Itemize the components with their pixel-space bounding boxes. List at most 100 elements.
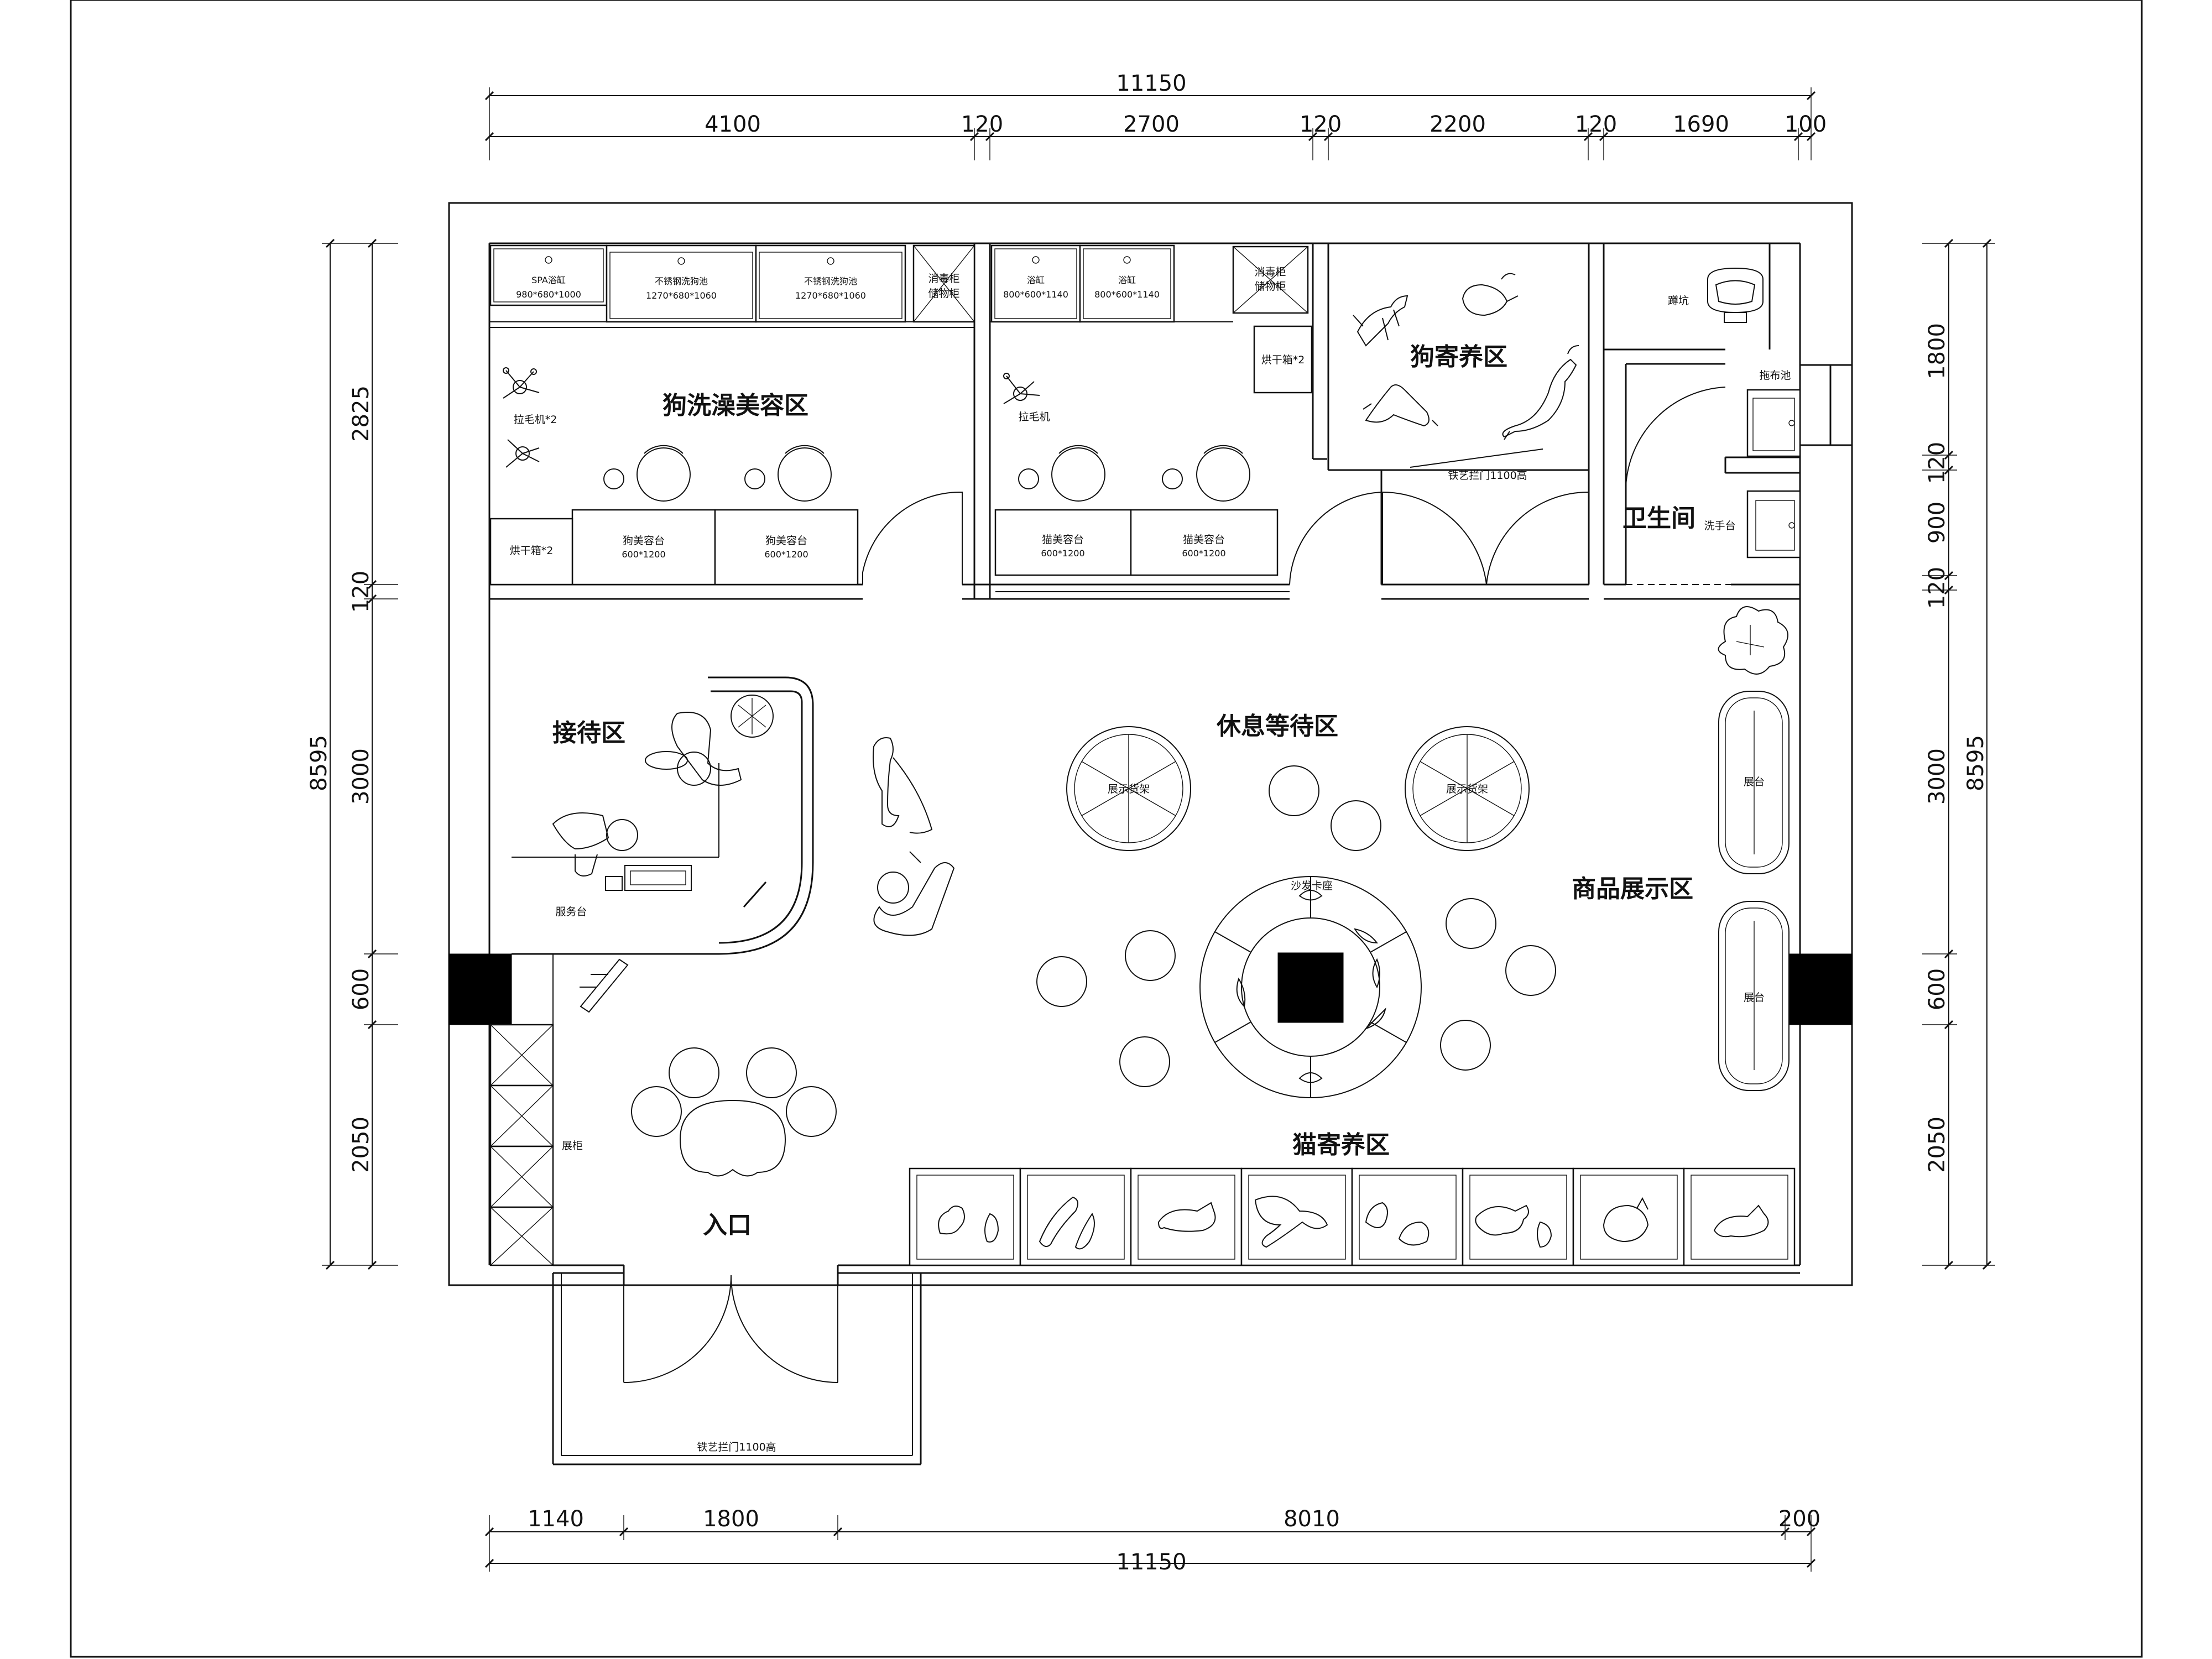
room-lounge: 休息等待区	[1216, 712, 1338, 740]
pen-icon	[743, 881, 767, 907]
stool-icon-3	[1018, 445, 1105, 502]
mop-sink	[1746, 389, 1801, 457]
left-dimension-1: 2825	[348, 385, 374, 442]
hair-puller-icon-1	[503, 367, 540, 399]
top-dimension-2: 120	[961, 112, 1003, 137]
stool-icon-2	[744, 445, 832, 502]
left-total-dimension: 8595	[306, 735, 332, 791]
right-dimension-4: 120	[1924, 567, 1950, 609]
grooming-cabinet-row	[489, 321, 974, 328]
cat-icon-5	[1365, 1202, 1430, 1246]
steel-tub-2-label: 不锈钢洗狗池	[804, 276, 857, 286]
top-dimension-lines	[484, 87, 1816, 160]
service-desk-label: 服务台	[555, 906, 587, 918]
dryer-box-2-label: 烘干箱*2	[1261, 354, 1305, 366]
disinfect-cabinet-1	[912, 244, 975, 323]
cat-table-2-size: 600*1200	[1182, 548, 1225, 559]
cat-icon-8	[1713, 1204, 1769, 1238]
waiting-stools	[1036, 765, 1556, 1087]
entrance-vestibule	[552, 1273, 922, 1465]
bathtub-2-size: 800*600*1140	[1094, 289, 1160, 300]
sofa-booth	[1199, 876, 1422, 1098]
bottom-dimension-1: 1140	[528, 1506, 584, 1532]
plant-icon-2	[1718, 606, 1788, 675]
top-dimension-4: 120	[1300, 112, 1342, 137]
top-dimension-6: 120	[1575, 112, 1617, 137]
bathtub-2	[1079, 244, 1175, 323]
right-dimension-7: 2050	[1924, 1117, 1950, 1173]
sofa-booth-label: 沙发卡座	[1291, 880, 1333, 892]
person-icon-1	[671, 712, 742, 786]
chair-icon	[645, 751, 688, 770]
display-rack-2	[1405, 726, 1530, 851]
disinfect-cabinet-2-label: 消毒柜	[1254, 266, 1286, 278]
display-stand-2-label: 展台	[1744, 992, 1765, 1004]
right-dimension-2: 120	[1924, 442, 1950, 484]
wash-basin	[1746, 490, 1801, 559]
cat-icon-6	[1475, 1204, 1552, 1248]
steel-tub-2	[755, 244, 906, 323]
dog-table-1-size: 600*1200	[622, 549, 665, 560]
right-dimension-lines	[1922, 238, 1995, 1270]
left-dimension-5: 2050	[348, 1117, 374, 1173]
dog-icon-2	[1462, 273, 1519, 316]
hair-puller-3-label: 拉毛机	[1018, 411, 1050, 423]
paw-print-icon	[631, 1047, 837, 1177]
dog-iron-gate-line	[1410, 448, 1543, 468]
dryer-box-1	[489, 518, 573, 586]
steel-tub-1-size: 1270*680*1060	[646, 290, 717, 301]
computer-icon	[605, 865, 692, 891]
cat-grooming-table-2	[1130, 509, 1279, 576]
service-counter	[512, 676, 814, 955]
bottom-total-dimension: 11150	[1116, 1550, 1186, 1575]
bottom-dimension-3: 8010	[1284, 1506, 1340, 1532]
bathtub-1	[990, 244, 1081, 323]
display-rack-1	[1066, 726, 1191, 851]
bathtub-2-label: 浴缸	[1118, 275, 1136, 285]
steel-tub-1-label: 不锈钢洗狗池	[655, 276, 708, 286]
bottom-dimension-2: 1800	[703, 1506, 759, 1532]
cat-icon-1	[938, 1206, 999, 1243]
column-right	[1789, 953, 1853, 1025]
hair-puller-icon-3	[1003, 373, 1040, 404]
display-rack-2-label: 展示货架	[1446, 783, 1488, 795]
storage-cabinet-1-label: 储物柜	[928, 288, 959, 300]
dog-table-1-label: 狗美容台	[623, 535, 665, 547]
stool-icon-4	[1162, 445, 1250, 502]
iron-gate-entrance-label: 铁艺拦门1100高	[697, 1441, 776, 1453]
display-rack-1-label: 展示货架	[1108, 783, 1150, 795]
wash-basin-label: 洗手台	[1704, 520, 1735, 532]
top-dimension-5: 2200	[1430, 112, 1486, 137]
dog-icon-4	[1502, 345, 1579, 440]
stool-icon-1	[603, 445, 691, 502]
display-cabinet-label: 展柜	[562, 1140, 583, 1152]
iron-gate-dog-label: 铁艺拦门1100高	[1448, 469, 1527, 482]
spa-tub-label: SPA浴缸	[531, 275, 566, 285]
plant-icon-1	[731, 695, 774, 738]
dryer-box-1-label: 烘干箱*2	[510, 545, 554, 557]
bathtub-1-size: 800*600*1140	[1003, 289, 1068, 300]
left-dimension-2: 120	[348, 571, 374, 613]
cat-icon-7	[1603, 1197, 1649, 1243]
spa-tub-size: 980*680*1000	[516, 289, 581, 300]
cat-table-1-size: 600*1200	[1041, 548, 1084, 559]
cat-table-1-label: 猫美容台	[1042, 534, 1084, 546]
steel-tub-1	[606, 244, 757, 323]
column-left	[448, 953, 512, 1025]
squat-toilet-label: 蹲坑	[1668, 295, 1689, 307]
spa-tub	[489, 244, 608, 306]
room-entrance: 入口	[703, 1211, 752, 1239]
mop-sink-label: 拖布池	[1759, 369, 1791, 382]
display-stand-1	[1718, 691, 1790, 874]
room-reception: 接待区	[552, 719, 625, 747]
doors	[862, 387, 1726, 585]
steel-tub-2-size: 1270*680*1060	[795, 290, 866, 301]
dog-grooming-table-2	[714, 509, 859, 586]
drawing-frame	[70, 0, 2143, 1658]
exterior-walls	[448, 202, 1853, 1286]
bottom-dimension-lines	[484, 1515, 1816, 1572]
hair-puller-1-label: 拉毛机*2	[514, 414, 557, 426]
left-dimension-lines	[322, 238, 398, 1270]
cat-icon-2	[1039, 1196, 1095, 1250]
